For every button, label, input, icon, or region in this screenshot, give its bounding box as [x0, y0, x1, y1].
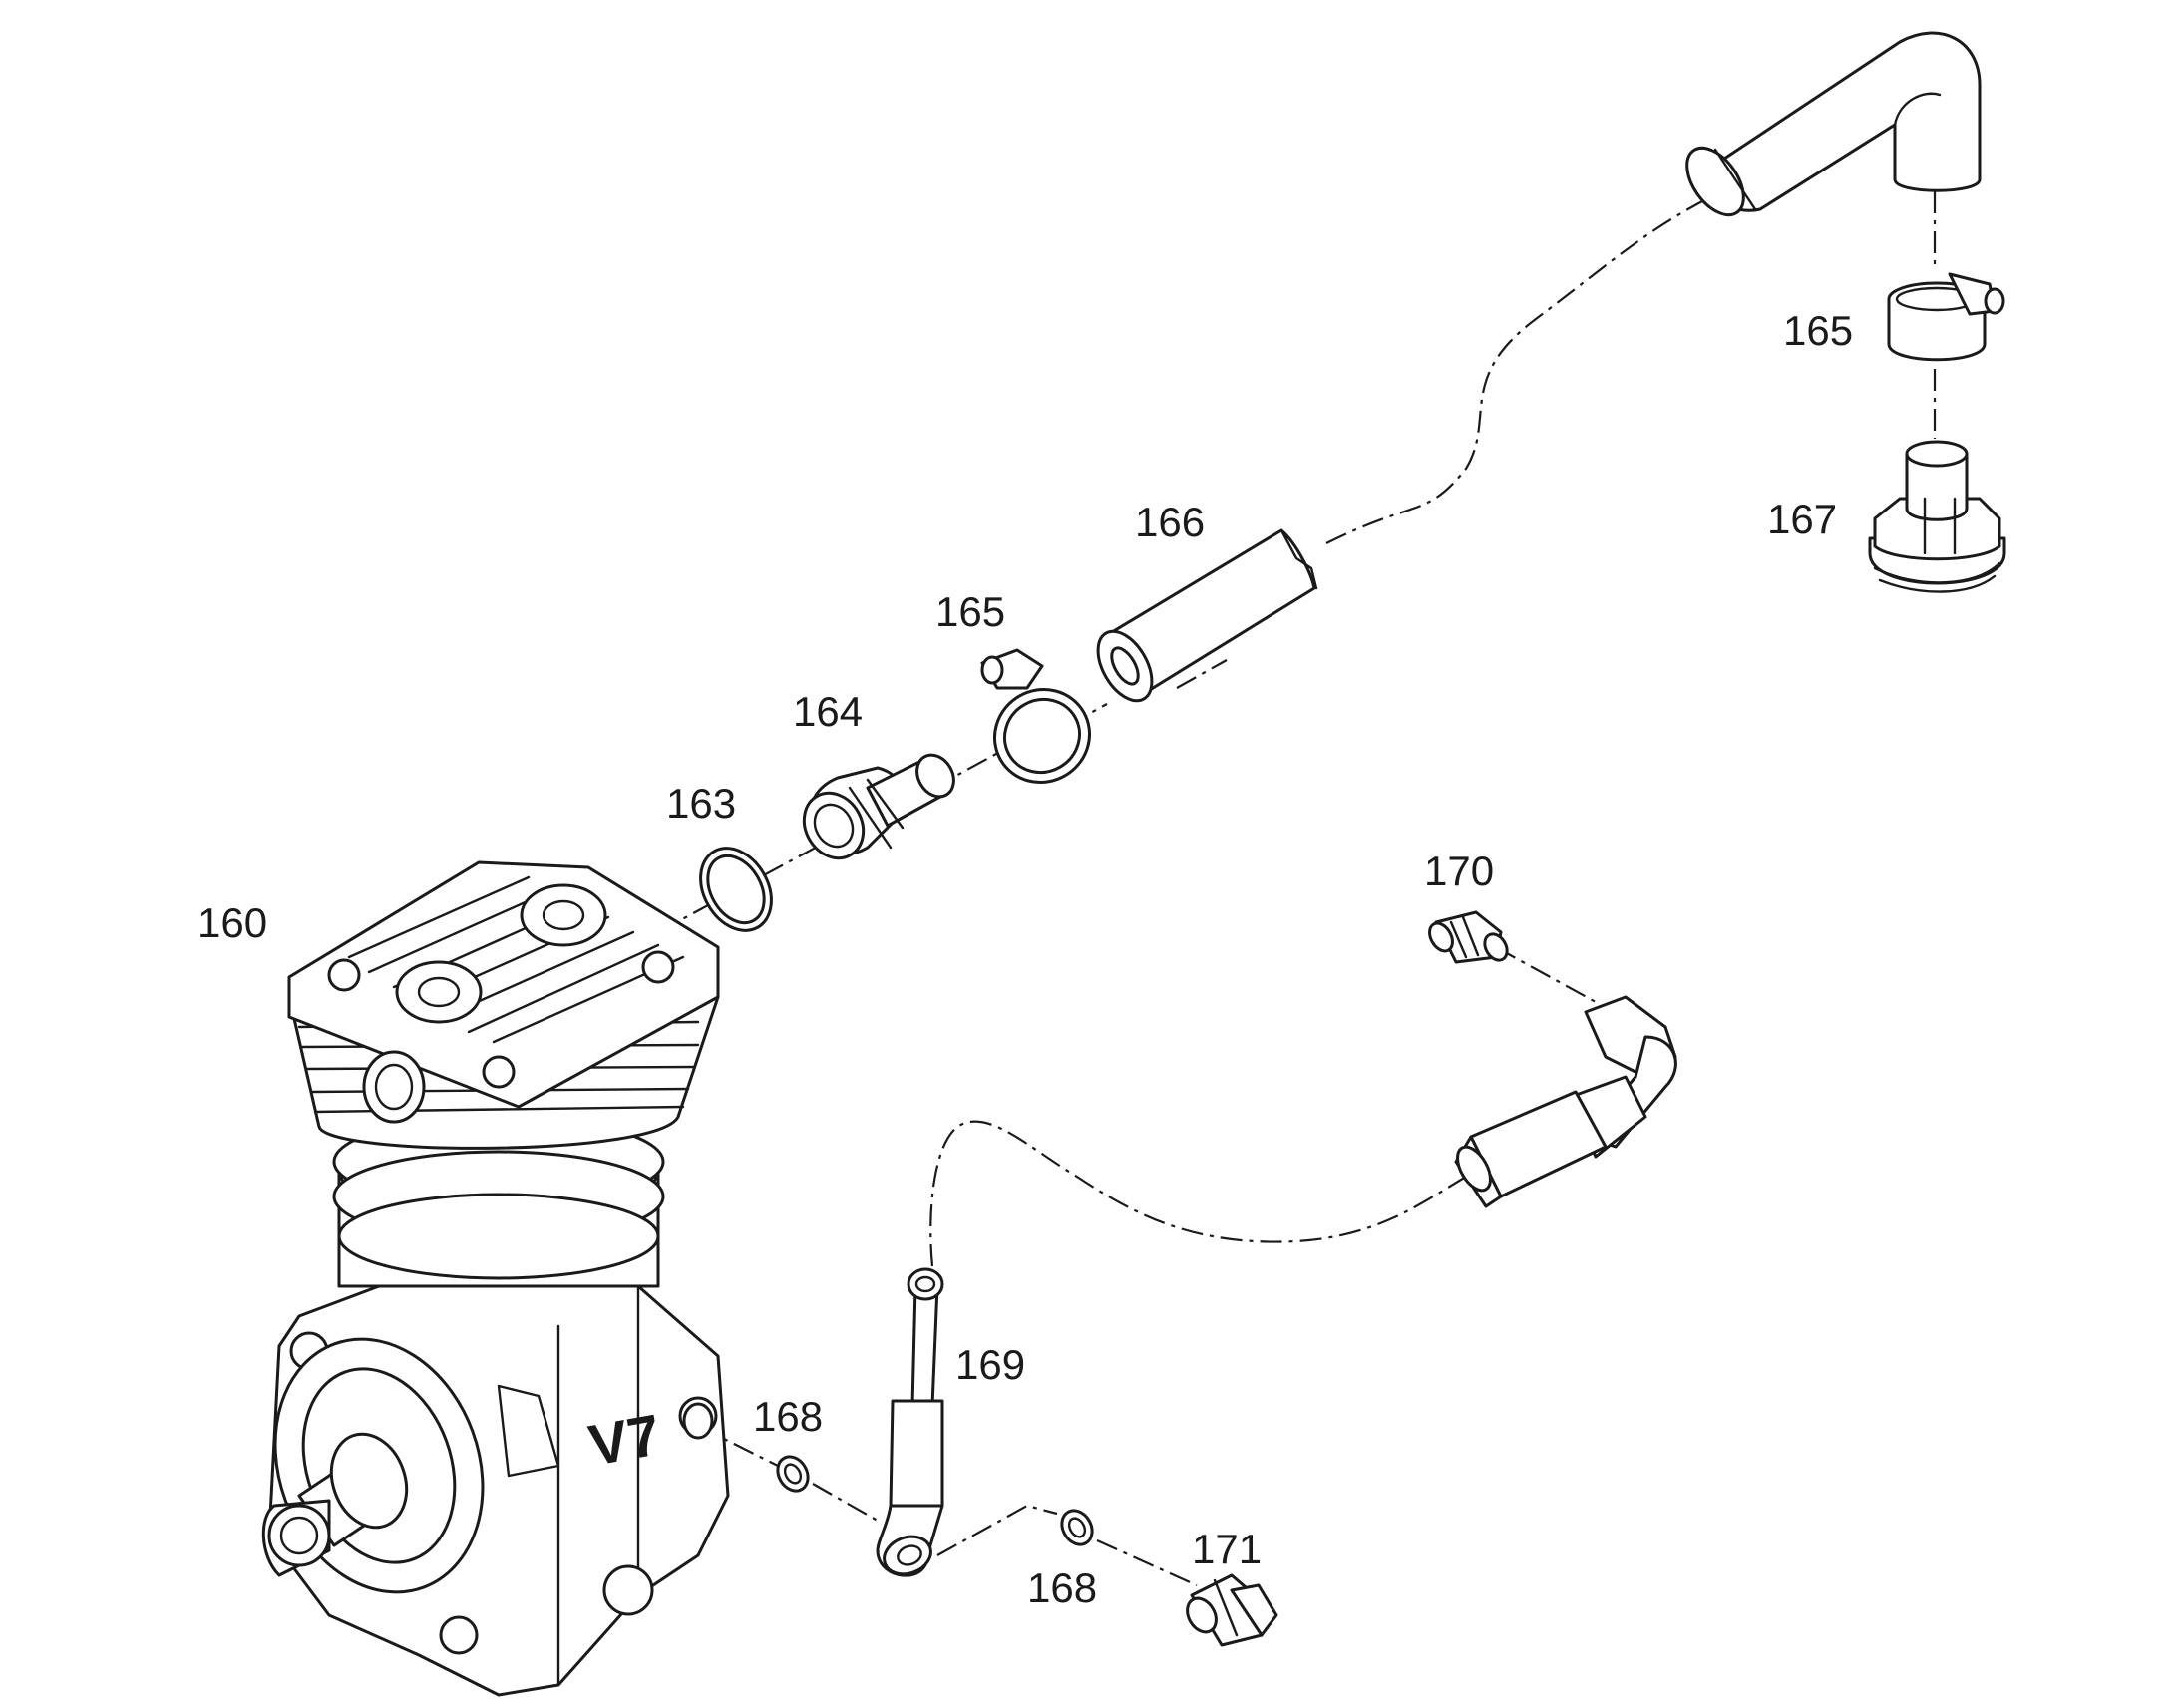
callout-169: 169 [955, 1341, 1025, 1388]
union-fitting-164 [802, 753, 955, 860]
callout-168-upper: 168 [753, 1393, 823, 1440]
hose-clamp-165-lower [980, 648, 1092, 785]
compressor-marking: V7 [584, 1402, 665, 1478]
compressor-160: V7 [261, 860, 730, 1697]
callout-165-upper: 165 [1783, 307, 1853, 354]
washer-168-b [1060, 1509, 1094, 1546]
banjo-pipe-169 [876, 1267, 944, 1577]
callout-168-lower: 168 [1027, 1564, 1097, 1611]
o-ring-163 [699, 847, 773, 932]
callout-160: 160 [197, 899, 267, 946]
banjo-bolt-171 [1186, 1573, 1278, 1647]
fitting-167 [1868, 440, 2006, 593]
callout-164: 164 [793, 688, 863, 735]
callout-170: 170 [1424, 848, 1494, 894]
callout-163: 163 [666, 780, 736, 827]
callout-171: 171 [1192, 1526, 1262, 1572]
fitting-170 [1428, 910, 1509, 964]
leader-lines [657, 188, 1937, 1587]
elbow-hose [1685, 31, 1982, 217]
hose-166 [1096, 528, 1318, 703]
callout-165-lower: 165 [935, 588, 1005, 635]
washer-168-a [776, 1455, 810, 1493]
callout-167: 167 [1767, 496, 1837, 542]
elbow-pipe [1454, 995, 1677, 1208]
callout-166: 166 [1135, 499, 1205, 545]
callout-labels: 160 163 164 165 165 166 167 168 168 169 … [197, 307, 1853, 1611]
hose-clamp-165-upper [1887, 272, 2005, 362]
